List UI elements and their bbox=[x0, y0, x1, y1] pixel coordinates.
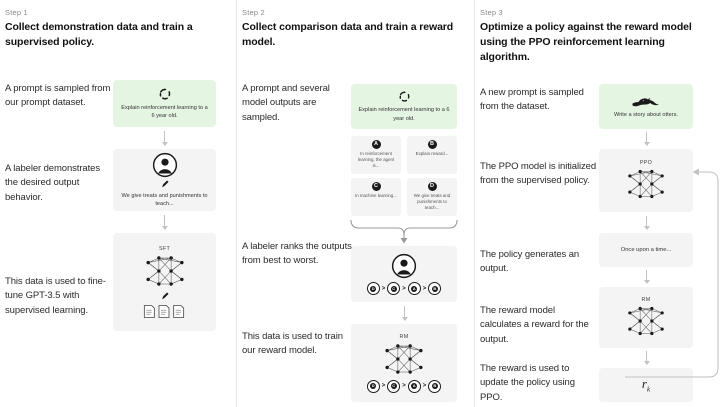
caption-2-2: A labeler ranks the outputs from best to… bbox=[242, 241, 352, 267]
arrow-3-1 bbox=[643, 132, 650, 146]
output-tile-a: A In reinforcement learning, the agent i… bbox=[351, 136, 401, 174]
caption-3-5: The reward is used to update the policy … bbox=[480, 363, 575, 403]
arrow-1-2 bbox=[161, 215, 168, 230]
arrow-3-2 bbox=[643, 216, 650, 230]
arrow-1-1 bbox=[161, 131, 168, 146]
prompt-text-1: Explain reinforcement learning to a 6 ye… bbox=[121, 104, 208, 119]
arrow-2-1 bbox=[401, 306, 408, 321]
rm-model-box-2: RM D > C bbox=[351, 324, 457, 402]
column-step-2: Step 2 Collect comparison data and train… bbox=[236, 0, 474, 407]
output-text-c: In machine learning... bbox=[355, 193, 397, 198]
caption-3-3: The policy generates an output. bbox=[480, 249, 580, 275]
policy-output-box: Once upon a time... bbox=[599, 233, 693, 267]
output-letter-a: A bbox=[371, 140, 381, 149]
neural-network-icon bbox=[381, 341, 427, 377]
sft-tag: SFT bbox=[158, 245, 171, 252]
output-letter-d: D bbox=[427, 182, 437, 191]
arrow-3-3 bbox=[643, 270, 650, 284]
rm-tag-2: RM bbox=[399, 333, 409, 340]
neural-network-icon bbox=[624, 167, 668, 201]
column-step-1: Step 1 Collect demonstration data and tr… bbox=[0, 0, 236, 407]
rank-sep-2: > bbox=[402, 285, 406, 292]
rm-rank-badge-4: B bbox=[428, 379, 442, 393]
recycle-arrows-icon bbox=[158, 87, 172, 101]
person-circle-icon bbox=[391, 253, 417, 279]
prompt-text-3: Write a story about otters. bbox=[614, 111, 678, 118]
output-tile-b: B Explain reward... bbox=[407, 136, 457, 174]
labeler-box-1: We give treats and punishments to teach.… bbox=[113, 149, 216, 211]
rm-rank-badge-3: A bbox=[407, 379, 421, 393]
caption-1-3: This data is used to fine-tune GPT-3.5 w… bbox=[5, 276, 106, 316]
prompt-box-1: Explain reinforcement learning to a 6 ye… bbox=[113, 80, 216, 127]
rank-badge-2: C bbox=[387, 282, 401, 295]
step-title-2: Collect comparison data and train a rewa… bbox=[242, 21, 454, 49]
labeler-text-1: We give treats and punishments to teach.… bbox=[121, 192, 208, 207]
output-text-d: We give treats and punishments to teach.… bbox=[413, 193, 451, 211]
rank-badge-1: D bbox=[366, 282, 380, 295]
step-label-1: Step 1 bbox=[5, 8, 28, 17]
rank-sep-1: > bbox=[381, 285, 386, 292]
ppo-feedback-loop bbox=[625, 168, 720, 390]
person-circle-icon bbox=[152, 152, 178, 178]
prompt-box-3: Write a story about otters. bbox=[599, 84, 693, 129]
documents-icon bbox=[143, 304, 187, 319]
rm-model-box-3: RM bbox=[599, 287, 693, 348]
rank-sep-3: > bbox=[422, 285, 427, 292]
rm-rank-badge-2: C bbox=[387, 379, 401, 393]
prompt-text-2: Explain reinforcement learning to a 6 ye… bbox=[358, 107, 450, 122]
ppo-model-box: PPO bbox=[599, 149, 693, 212]
pencil-icon bbox=[160, 291, 170, 301]
reward-box: rk bbox=[599, 368, 693, 402]
output-letter-b: B bbox=[427, 140, 437, 149]
rank-badge-4: B bbox=[428, 282, 442, 295]
neural-network-icon bbox=[624, 304, 668, 338]
pencil-icon bbox=[160, 179, 170, 189]
output-tile-c: C In machine learning... bbox=[351, 178, 401, 216]
caption-2-3: This data is used to train our reward mo… bbox=[242, 331, 343, 357]
caption-3-2: The PPO model is initialized from the su… bbox=[480, 161, 597, 187]
labeler-box-2: D > C > A > B bbox=[351, 246, 457, 302]
rm-rank-sep-2: > bbox=[402, 383, 406, 389]
rm-tag-3: RM bbox=[641, 297, 651, 303]
caption-3-1: A new prompt is sampled from the dataset… bbox=[480, 87, 584, 113]
column-step-3: Step 3 Optimize a policy against the rew… bbox=[474, 0, 720, 407]
rm-rank-sep-3: > bbox=[422, 383, 427, 389]
ranking-row-labeler: D > C > A > B bbox=[366, 282, 442, 295]
caption-2-1: A prompt and several model outputs are s… bbox=[242, 83, 330, 123]
rank-badge-3: A bbox=[407, 282, 421, 295]
policy-output-text: Once upon a time... bbox=[620, 246, 672, 253]
ranking-row-rm: D > C > A > B bbox=[366, 379, 442, 393]
step-label-2: Step 2 bbox=[242, 8, 265, 17]
step-title-3: Optimize a policy against the reward mod… bbox=[480, 21, 692, 64]
neural-network-icon bbox=[142, 253, 188, 289]
rm-rank-badge-1: D bbox=[366, 379, 380, 393]
sft-model-box: SFT bbox=[113, 233, 216, 331]
reward-symbol: rk bbox=[641, 376, 651, 394]
ppo-tag: PPO bbox=[639, 160, 653, 166]
output-text-a: In reinforcement learning, the agent is.… bbox=[357, 151, 395, 169]
output-text-b: Explain reward... bbox=[415, 151, 449, 156]
output-tile-d: D We give treats and punishments to teac… bbox=[407, 178, 457, 216]
collect-brace bbox=[349, 218, 459, 244]
recycle-arrows-icon bbox=[398, 90, 411, 103]
step-label-3: Step 3 bbox=[480, 8, 503, 17]
arrow-3-4 bbox=[643, 351, 650, 365]
output-letter-c: C bbox=[371, 182, 381, 191]
step-title-1: Collect demonstration data and train a s… bbox=[5, 21, 193, 49]
otter-icon bbox=[631, 94, 661, 108]
rm-rank-sep-1: > bbox=[381, 383, 386, 389]
caption-1-2: A labeler demonstrates the desired outpu… bbox=[5, 163, 100, 203]
prompt-box-2: Explain reinforcement learning to a 6 ye… bbox=[351, 84, 457, 129]
caption-3-4: The reward model calculates a reward for… bbox=[480, 305, 589, 345]
caption-1-1: A prompt is sampled from our prompt data… bbox=[5, 83, 111, 109]
